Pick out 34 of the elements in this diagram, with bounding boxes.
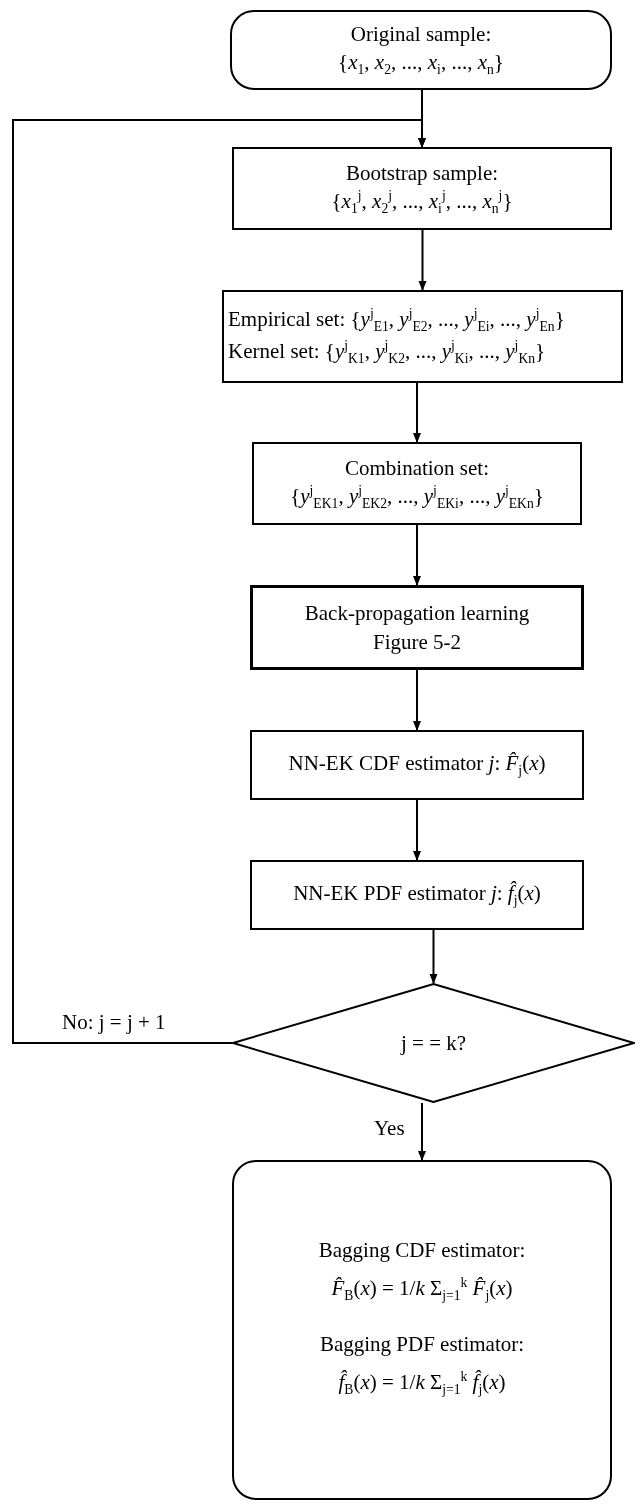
node-text: {x$_{1}$, x$_{2}$, ..., x$_{i}$, ..., x$_{n}$}	[338, 49, 504, 80]
arrow	[413, 524, 421, 586]
decision-diamond	[232, 983, 635, 1103]
node-text: NN-EK PDF estimator j: f̂$_{j}$(x)	[293, 880, 541, 911]
node-text: Figure 5-2	[372, 628, 462, 656]
node-text: F̂$_{B}$(x) = 1/k Σ$_{j=1}$$^{k}$ F̂$_{j}$(x)	[331, 1274, 513, 1306]
arrow	[418, 229, 427, 291]
process-box	[250, 585, 584, 670]
process-box	[232, 147, 612, 230]
arrow	[413, 382, 421, 443]
heading-text: Back-propagation learning	[304, 600, 530, 628]
node-text: j = = k?	[400, 1029, 467, 1057]
arrow	[418, 1102, 426, 1161]
process-box	[250, 730, 584, 800]
heading-text: Bagging PDF estimator:	[319, 1331, 525, 1358]
heading-text: Combination set:	[344, 454, 490, 482]
process-box	[222, 290, 623, 383]
heading-text: Original sample:	[350, 21, 492, 48]
terminal-box	[230, 10, 612, 90]
node-text: Kernel set: {y$^{j}$$_{K1}$, y$^{j}$$_{K2}$, ..., y$^{j}$$_{Ki}$, ..., y$^{j}$$_{Kn}$}	[228, 336, 546, 368]
node-text: {x$_{1}$$^{j}$, x$_{2}$$^{j}$, ..., x$_{i}$$^{j}$, ..., x$_{n}$$^{j}$}	[331, 186, 513, 219]
arrow	[429, 929, 438, 984]
heading-text: Bootstrap sample:	[345, 159, 499, 187]
process-box	[250, 860, 584, 930]
node-text: {y$^{j}$$_{EK1}$, y$^{j}$$_{EK2}$, ..., y$^{j}$$_{EKi}$, ..., y$^{j}$$_{EKn}$}	[290, 481, 544, 514]
node-text: f̂$_{B}$(x) = 1/k Σ$_{j=1}$$^{k}$ f̂$_{j}$(x)	[338, 1368, 506, 1400]
terminal-box	[232, 1160, 612, 1500]
heading-text: Bagging CDF estimator:	[318, 1237, 526, 1265]
heading-text: Empirical set: {y$^{j}$$_{E1}$, y$^{j}$$_{E2}$, ..., y$^{j}$$_{Ei}$, ..., y$^{j}$$_{En}$}	[228, 304, 565, 337]
arrow	[413, 669, 421, 731]
process-box	[252, 442, 582, 525]
arrow	[413, 799, 421, 861]
arrow	[12, 119, 426, 1044]
node-text: NN-EK CDF estimator j: F̂$_{j}$(x)	[288, 750, 546, 781]
